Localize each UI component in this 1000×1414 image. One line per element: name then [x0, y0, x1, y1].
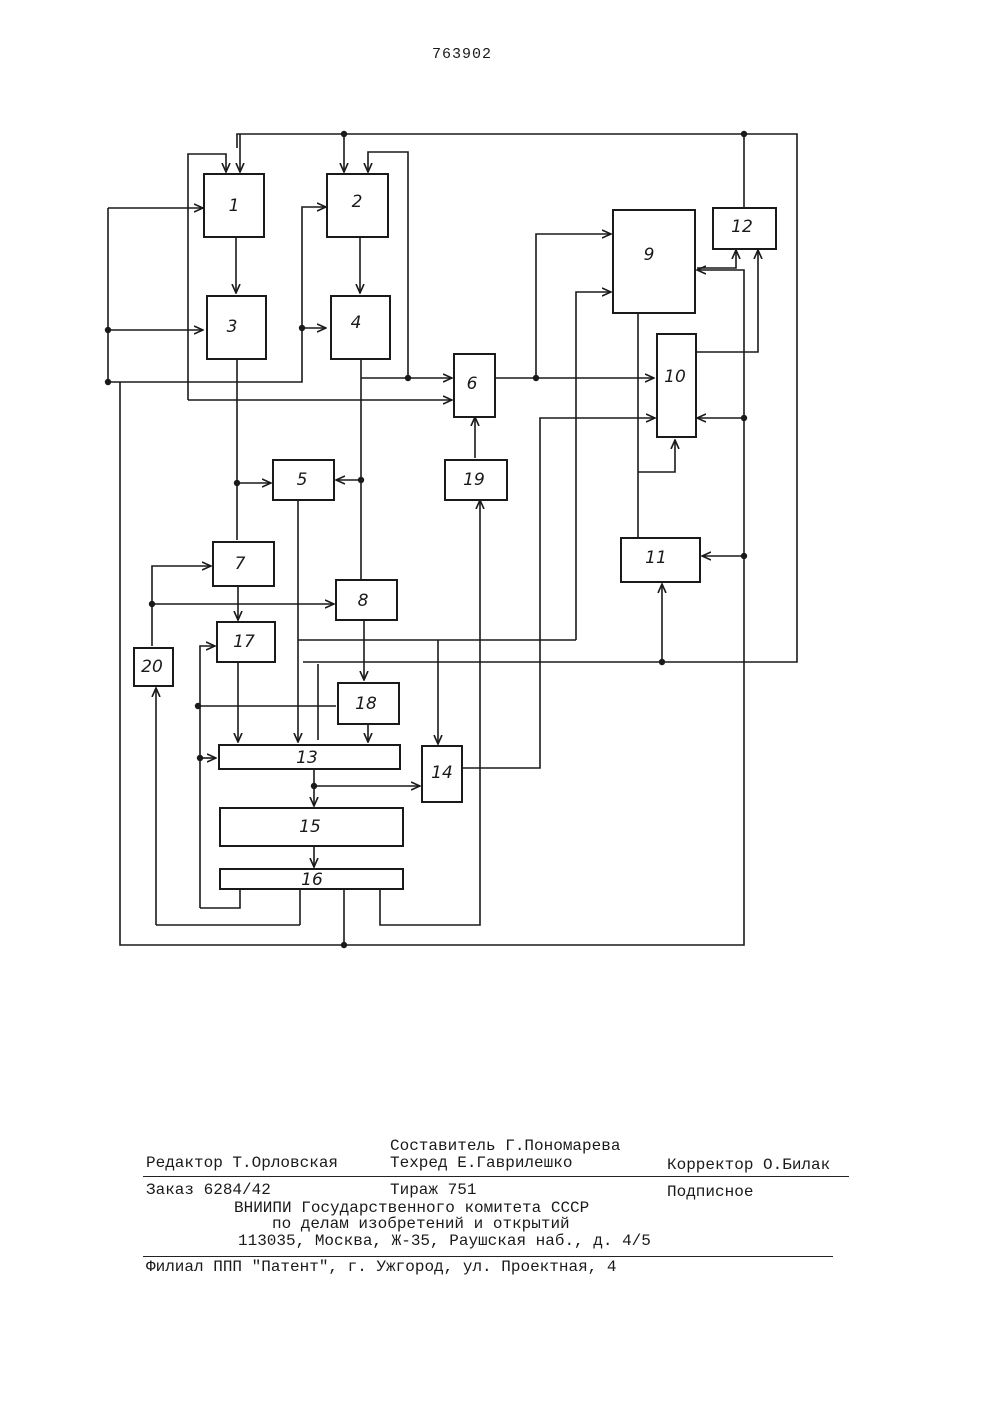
- block-label: 16: [301, 870, 323, 890]
- footer-divider-top: [143, 1176, 849, 1177]
- block-20: 20: [134, 648, 173, 686]
- block-9: 9: [613, 210, 695, 313]
- block-11: 11: [621, 538, 700, 582]
- corrector-credit: Корректор О.Билак: [667, 1156, 830, 1174]
- block-10: 10: [657, 334, 696, 437]
- order-number: Заказ 6284/42: [146, 1181, 271, 1199]
- block-label: 9: [644, 245, 655, 265]
- block-label: 11: [645, 548, 667, 568]
- footer-divider-bottom: [143, 1256, 833, 1257]
- compiler-credit: Составитель Г.Пономарева: [390, 1137, 620, 1155]
- organization-line-2: по делам изобретений и открытий: [272, 1215, 570, 1233]
- block-label: 17: [233, 632, 255, 652]
- block-14: 14: [422, 746, 462, 802]
- editor-credit: Редактор Т.Орловская: [146, 1154, 338, 1172]
- block-13: 13: [219, 745, 400, 769]
- circulation: Тираж 751: [390, 1181, 476, 1199]
- block-label: 10: [664, 367, 686, 387]
- block-5: 5: [273, 460, 334, 500]
- block-label: 3: [227, 317, 238, 337]
- block-16: 16: [220, 869, 403, 890]
- block-label: 8: [358, 591, 369, 611]
- block-1: 1: [204, 174, 264, 237]
- subscription-note: Подписное: [667, 1183, 753, 1201]
- block-15: 15: [220, 808, 403, 846]
- block-7: 7: [213, 542, 274, 586]
- block-label: 7: [235, 554, 246, 574]
- block-6: 6: [454, 354, 495, 417]
- block-label: 2: [352, 192, 363, 212]
- block-label: 6: [467, 374, 478, 394]
- block-18: 18: [338, 683, 399, 724]
- block-label: 14: [431, 763, 453, 783]
- block-label: 18: [355, 694, 377, 714]
- techred-credit: Техред Е.Гаврилешко: [390, 1154, 572, 1172]
- block-label: 15: [299, 817, 321, 837]
- block-4: 4: [331, 296, 390, 359]
- block-19: 19: [445, 460, 507, 500]
- block-diagram: 1 2 3 4 5 6 7 8: [0, 0, 1000, 980]
- branch-address: Филиал ППП "Патент", г. Ужгород, ул. Про…: [146, 1258, 616, 1276]
- block-label: 12: [731, 217, 753, 237]
- block-17: 17: [217, 622, 275, 662]
- block-12: 12: [713, 208, 776, 249]
- block-label: 5: [297, 470, 308, 490]
- organization-address: 113035, Москва, Ж-35, Раушская наб., д. …: [238, 1232, 651, 1250]
- block-2: 2: [327, 174, 388, 237]
- block-label: 20: [141, 657, 163, 677]
- block-label: 1: [229, 196, 240, 216]
- block-8: 8: [336, 580, 397, 620]
- block-label: 13: [296, 748, 318, 768]
- block-label: 4: [351, 313, 362, 333]
- block-label: 19: [463, 470, 485, 490]
- block-3: 3: [207, 296, 266, 359]
